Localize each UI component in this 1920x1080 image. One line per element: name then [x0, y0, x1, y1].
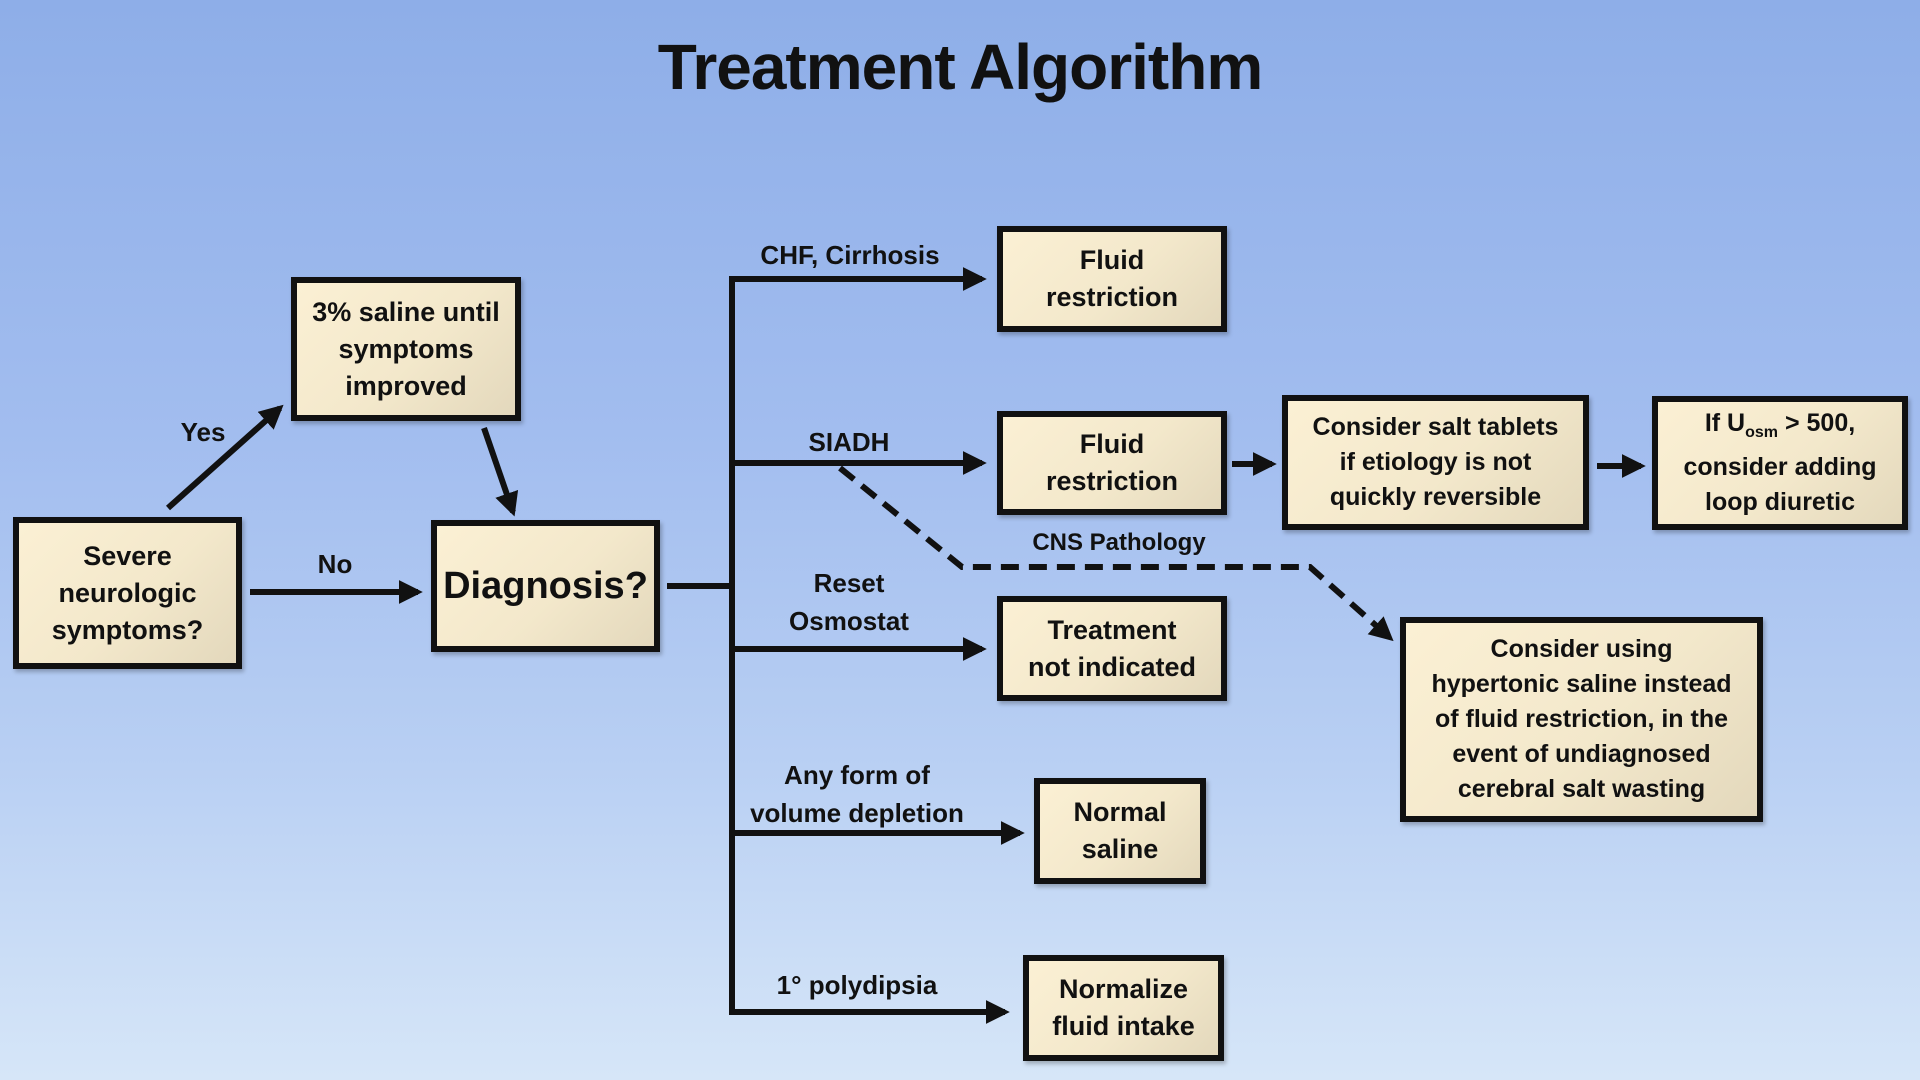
- uosm-suffix: > 500,: [1778, 409, 1856, 437]
- saline-to-diagnosis-arrow: [481, 427, 519, 517]
- node-text: Fluid restriction: [1045, 245, 1179, 312]
- yes-arrow: [166, 404, 284, 511]
- edge-label-siadh: SIADH: [808, 427, 890, 457]
- node-hypertonic-saline: Consider using hypertonic saline instead…: [1400, 617, 1763, 822]
- node-normal-saline: Normal saline: [1034, 778, 1206, 884]
- edge-label-chf-cirrhosis: CHF, Cirrhosis: [760, 240, 940, 270]
- node-treatment-not-indicated: Treatment not indicated: [997, 596, 1227, 701]
- edge-label-cns-pathology: CNS Pathology: [1032, 529, 1206, 556]
- node-text: Normalize fluid intake: [1052, 974, 1195, 1041]
- uosm-rest: consider adding loop diuretic: [1683, 453, 1877, 516]
- node-text: Normal saline: [1073, 797, 1167, 864]
- node-text: Consider salt tablets if etiology is not…: [1312, 413, 1559, 511]
- node-salt-tablets: Consider salt tablets if etiology is not…: [1282, 395, 1589, 530]
- uosm-subscript: osm: [1745, 424, 1779, 441]
- node-normalize-fluid-intake: Normalize fluid intake: [1023, 955, 1224, 1061]
- node-3-percent-saline: 3% saline until symptoms improved: [291, 277, 521, 421]
- node-text: Diagnosis?: [443, 564, 648, 607]
- node-text: Severe neurologic symptoms?: [51, 540, 204, 645]
- edge-label-yes: Yes: [180, 417, 226, 447]
- edge-label-volume-depletion: Any form of volume depletion: [750, 760, 964, 828]
- node-text: Fluid restriction: [1045, 429, 1179, 496]
- node-text: Consider using hypertonic saline instead…: [1431, 635, 1732, 803]
- node-fluid-restriction-chf: Fluid restriction: [997, 226, 1227, 332]
- edge-label-no: No: [317, 549, 353, 579]
- node-fluid-restriction-siadh: Fluid restriction: [997, 411, 1227, 515]
- node-text: 3% saline until symptoms improved: [312, 296, 500, 401]
- uosm-prefix: If U: [1704, 409, 1746, 437]
- node-severe-symptoms: Severe neurologic symptoms?: [13, 517, 242, 669]
- node-diagnosis: Diagnosis?: [431, 520, 660, 652]
- node-uosm-loop-diuretic: If Uosm > 500, consider adding loop diur…: [1652, 396, 1908, 530]
- page-title: Treatment Algorithm: [657, 31, 1263, 103]
- node-text: If Uosm > 500, consider adding loop diur…: [1683, 406, 1876, 520]
- node-text: Treatment not indicated: [1028, 614, 1196, 682]
- edge-label-polydipsia: 1° polydipsia: [776, 970, 938, 1000]
- edge-label-reset-osmostat: Reset Osmostat: [789, 568, 909, 636]
